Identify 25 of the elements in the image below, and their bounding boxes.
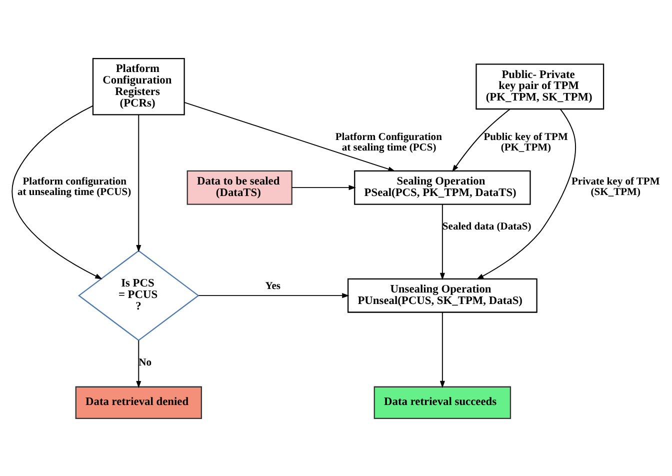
arrow (198, 292, 350, 298)
node-box: Platform Configuration Registers (PCRs) (92, 57, 185, 115)
arrow (12, 104, 102, 279)
edge-label: Private key of TPM (SK_TPM) (571, 176, 660, 198)
edge-label: No (138, 356, 152, 368)
arrow (440, 203, 445, 280)
node-box: Unsealing Operation PUnseal(PCUS, SK_TPM, DataS) (347, 278, 538, 312)
arrow (184, 101, 396, 171)
arrow (136, 340, 142, 388)
node-box: Data to be sealed (DataTS) (186, 170, 292, 204)
arrow (291, 184, 356, 190)
node-box: Data retrieval succeeds (374, 386, 512, 419)
edge-label: Yes (265, 280, 280, 292)
node-box: Sealing Operation PSeal(PCS, PK_TPM, DataTS) (354, 170, 531, 204)
node-box: Public- Private key pair of TPM (PK_TPM, SK_TPM) (476, 63, 604, 110)
edge-label: Platform Configuration at sealing time (PCS) (335, 131, 442, 153)
node-box: Data retrieval denied (75, 386, 202, 419)
edge-label: Platform configuration at unsealing time (PCUS) (17, 176, 132, 198)
edge-label: Public key of TPM (PK_TPM) (484, 131, 568, 153)
arrow (440, 311, 445, 388)
arrow (452, 108, 510, 172)
arrow (476, 108, 576, 280)
edge-label: Sealed data (DataS) (442, 220, 532, 232)
node-diamond: Is PCS = PCUS ? (78, 250, 200, 341)
arrow (136, 114, 142, 252)
